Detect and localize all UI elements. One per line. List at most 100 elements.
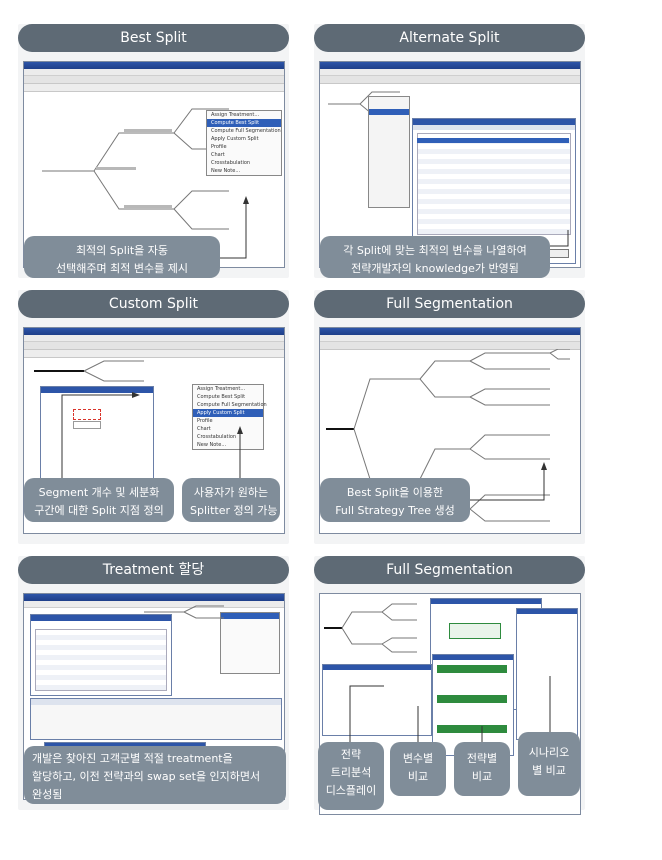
caption-line: 별 비교 — [532, 764, 566, 777]
menu-item-assign-treatment[interactable]: Assign Treatment... — [197, 386, 246, 392]
arrow-connectors — [349, 676, 551, 742]
menu-bar — [24, 601, 284, 608]
window-titlebar — [24, 62, 284, 69]
menu-item-profile[interactable]: Profile — [211, 144, 227, 150]
caption-line: 전략별 — [466, 752, 498, 765]
caption-line: 전략개발자의 knowledge가 반영됨 — [351, 262, 519, 275]
caption-line: 디스플레이 — [325, 784, 377, 797]
caption-line: Segment 개수 및 세분화 — [38, 486, 160, 499]
caption-line: Full Strategy Tree 생성 — [335, 504, 455, 517]
screenshot-best-split: Assign Treatment... Compute Best Split C… — [23, 61, 285, 268]
panel-title: Treatment 할당 — [18, 556, 289, 584]
panel-custom-split: Custom Split Assign Treatment... Compute… — [18, 290, 289, 544]
decision-tree — [34, 360, 144, 382]
menu-item-crosstabulation[interactable]: Crosstabulation — [211, 160, 251, 166]
toolbar — [24, 342, 284, 350]
arrow-connector — [470, 462, 547, 501]
caption-line: 개발은 찾아진 고객군별 적절 treatment을 — [32, 752, 233, 765]
decision-tree — [42, 108, 229, 230]
toolbar-secondary — [24, 350, 284, 358]
panel-full-segmentation-2: Full Segmentation 전략 트리분석 — [314, 556, 585, 815]
toolbar-secondary — [24, 84, 284, 92]
caption-line: 트리분석 — [330, 766, 372, 779]
caption-custom-split-left: Segment 개수 및 세분화 구간에 대한 Split 지점 정의 — [24, 478, 174, 522]
toolbar — [320, 76, 580, 84]
label-strategy-comparison: 전략별 비교 — [454, 742, 510, 796]
caption-line: 완성됨 — [32, 788, 63, 801]
context-menu — [220, 612, 280, 674]
caption-best-split: 최적의 Split을 자동 선택해주며 최적 변수를 제시 — [24, 236, 220, 278]
menu-item-selected[interactable] — [369, 109, 409, 115]
strategy-tree-display — [324, 603, 417, 653]
menu-item-compute-best-split[interactable]: Compute Best Split — [197, 394, 246, 400]
scenario-comparison-window — [516, 608, 578, 740]
menu-bar — [24, 69, 284, 76]
menu-item-new-note[interactable]: New Note... — [197, 442, 227, 448]
tree-bottom-window — [322, 664, 432, 736]
panel-alternate-split: Alternate Split 각 Split에 맞는 최적의 변수를 나열하여… — [314, 24, 585, 278]
caption-line: 비교 — [471, 770, 493, 783]
panel-treatment: Treatment 할당 개발은 찾아진 고객군별 적절 treatment을 … — [18, 556, 289, 810]
menu-bar — [320, 69, 580, 76]
caption-treatment: 개발은 찾아진 고객군별 적절 treatment을 할당하고, 이전 전략과의… — [24, 746, 286, 804]
menu-item-apply-custom-split[interactable]: Apply Custom Split — [193, 409, 263, 417]
panel-title: Alternate Split — [314, 24, 585, 52]
panel-full-segmentation-1: Full Segmentation Best Split을 이용한 Full — [314, 290, 585, 544]
menu-bar — [24, 335, 284, 342]
caption-line: 구간에 대한 Split 지점 정의 — [34, 504, 164, 517]
decision-tree — [144, 605, 224, 619]
toolbar — [320, 342, 580, 350]
caption-line: Best Split을 이용한 — [346, 486, 444, 499]
side-menu — [368, 96, 410, 208]
menu-item-compute-best-split[interactable]: Compute Best Split — [207, 119, 281, 127]
segment-count-input[interactable] — [73, 421, 101, 429]
panel-title: Best Split — [18, 24, 289, 52]
swap-set-window — [30, 698, 282, 740]
caption-custom-split-right: 사용자가 원하는 Splitter 정의 가능 — [182, 478, 280, 522]
window-titlebar — [24, 328, 284, 335]
caption-line: 최적의 Split을 자동 — [75, 244, 169, 257]
caption-line: 사용자가 원하는 — [193, 486, 269, 499]
panel-title: Full Segmentation — [314, 290, 585, 318]
strategy-comparison-window — [432, 654, 514, 756]
label-variable-comparison: 변수별 비교 — [390, 742, 446, 796]
menu-item-compute-full-segmentation[interactable]: Compute Full Segmentation — [197, 402, 267, 408]
panel-best-split: Best Split Assign Treatment... Compute B… — [18, 24, 289, 278]
caption-line: 각 Split에 맞는 최적의 변수를 나열하여 — [343, 244, 527, 257]
window-titlebar — [320, 328, 580, 335]
caption-line: 전략 — [340, 748, 362, 761]
window-titlebar — [320, 62, 580, 69]
menu-item-assign-treatment[interactable]: Assign Treatment... — [211, 112, 260, 118]
menu-item-selected[interactable] — [221, 613, 279, 619]
full-strategy-tree — [326, 349, 570, 522]
panel-title: Full Segmentation — [314, 556, 585, 584]
arrow-connector — [220, 196, 249, 259]
caption-alternate-split: 각 Split에 맞는 최적의 변수를 나열하여 전략개발자의 knowledg… — [320, 236, 550, 278]
toolbar — [24, 76, 284, 84]
treatment-dialog — [30, 614, 172, 696]
menu-item-profile[interactable]: Profile — [197, 418, 213, 424]
label-strategy-tree: 전략 트리분석 디스플레이 — [318, 742, 384, 810]
caption-line: Splitter 정의 가능 — [190, 504, 278, 517]
caption-line: 할당하고, 이전 전략과의 swap set을 인지하면서 — [32, 770, 261, 783]
arrow-connector — [550, 230, 569, 247]
context-menu: Assign Treatment... Compute Best Split C… — [192, 384, 267, 450]
menu-item-compute-full-segmentation[interactable]: Compute Full Segmentation — [211, 128, 281, 134]
caption-line: 시나리오 — [528, 746, 570, 759]
caption-full-segmentation: Best Split을 이용한 Full Strategy Tree 생성 — [320, 478, 470, 522]
panel-title: Custom Split — [18, 290, 289, 318]
split-point-highlight — [73, 409, 101, 420]
menu-item-chart[interactable]: Chart — [211, 152, 225, 158]
menu-item-chart[interactable]: Chart — [197, 426, 211, 432]
caption-line: 비교 — [407, 770, 429, 783]
label-scenario-comparison: 시나리오 별 비교 — [518, 732, 580, 796]
caption-line: 변수별 — [402, 752, 434, 765]
menu-item-new-note[interactable]: New Note... — [211, 168, 241, 174]
context-menu: Assign Treatment... Compute Best Split C… — [206, 110, 282, 176]
arrow-connectors — [61, 392, 243, 478]
menu-bar — [320, 335, 580, 342]
caption-line: 선택해주며 최적 변수를 제시 — [56, 262, 188, 275]
menu-item-crosstabulation[interactable]: Crosstabulation — [197, 434, 237, 440]
window-titlebar — [24, 594, 284, 601]
menu-item-apply-custom-split[interactable]: Apply Custom Split — [211, 136, 259, 142]
